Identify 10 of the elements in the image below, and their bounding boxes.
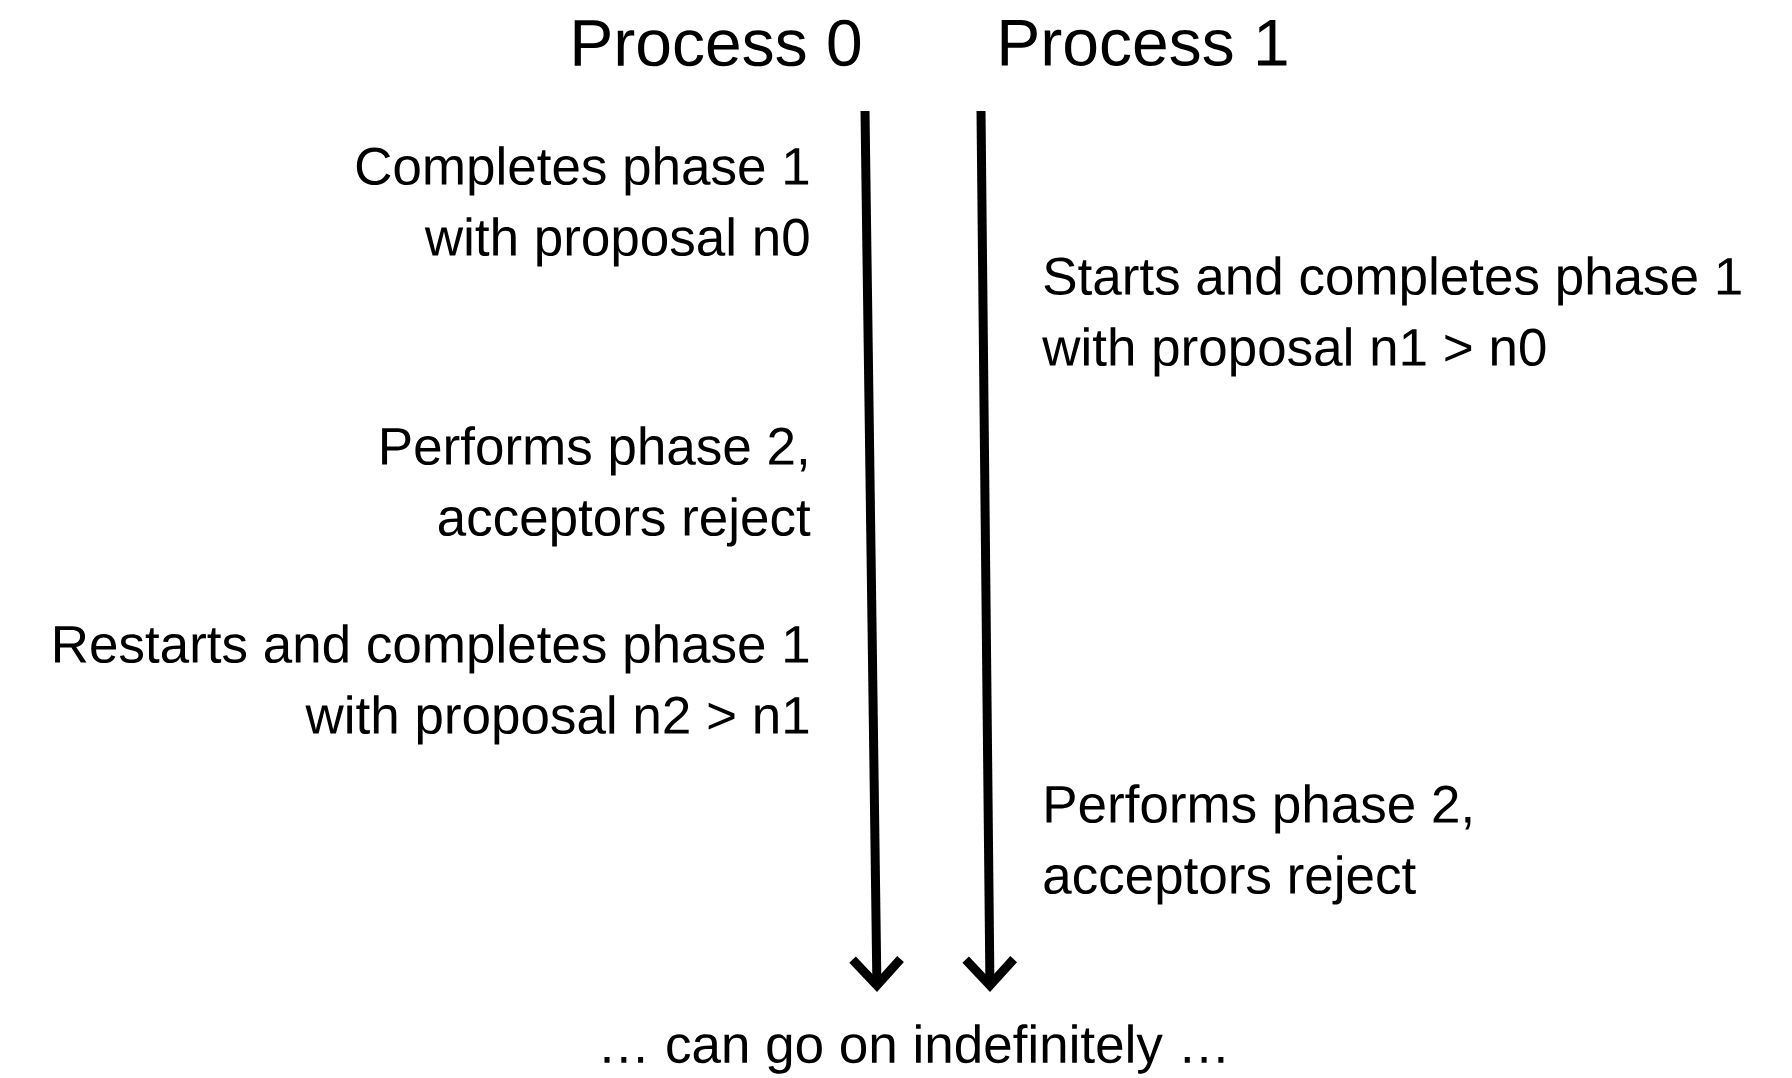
event-text: Performs phase 2, acceptors reject bbox=[1044, 784, 1471, 905]
event-text: Restarts and completes phase 1 with proposal n2 > n1 bbox=[55, 624, 809, 745]
process-heading: Process 0 bbox=[574, 19, 861, 67]
event-text: Starts and completes phase 1 with proposal n1 > n0 bbox=[1042, 256, 1741, 377]
event-text: Completes phase 1 with proposal n0 bbox=[356, 146, 809, 267]
event-text: Performs phase 2, acceptors reject bbox=[382, 426, 811, 547]
process-heading: Process 1 bbox=[1001, 20, 1287, 66]
timeline-arrow bbox=[849, 110, 904, 992]
event-text: … can go on indefinitely … bbox=[604, 1024, 1224, 1074]
timeline-arrow bbox=[962, 110, 1017, 992]
